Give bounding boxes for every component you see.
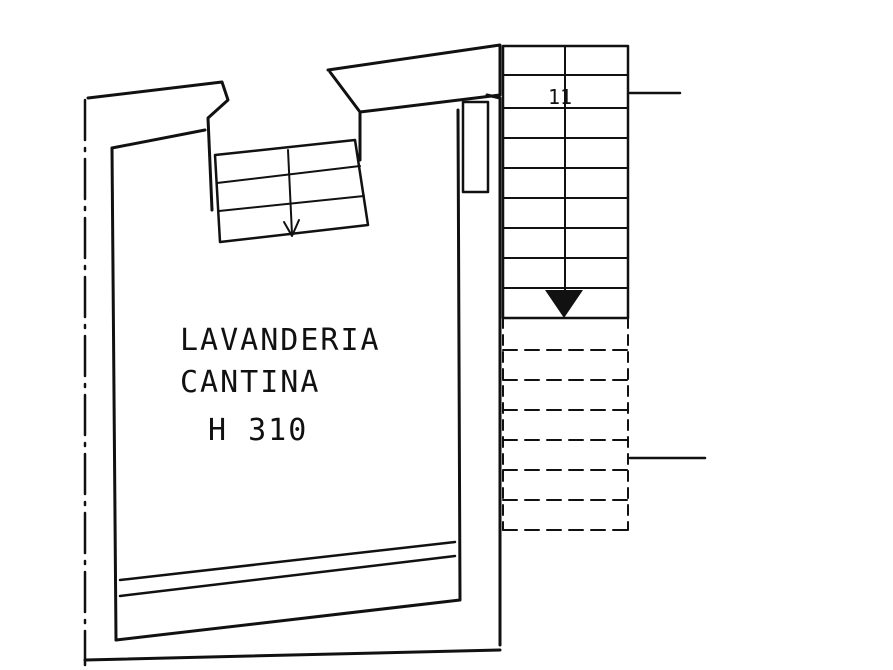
door-jamb — [461, 100, 490, 194]
counter-line-1 — [118, 540, 457, 582]
main-stair — [501, 44, 630, 320]
room-label-2: CANTINA — [180, 365, 320, 400]
inner-wall-top-left — [110, 128, 207, 150]
inner-wall-bottom-right — [114, 108, 462, 642]
counter-line-2 — [118, 554, 457, 598]
outer-wall-top-left — [86, 80, 230, 212]
room-label-1: LAVANDERIA — [180, 323, 381, 358]
small-stair — [213, 138, 370, 244]
outer-wall-top-right — [326, 43, 502, 114]
stair-arrow-icon — [545, 290, 583, 318]
stair-mark: 11 — [548, 85, 572, 109]
dashed-stair — [502, 317, 629, 531]
room-height-label: H 310 — [208, 413, 308, 448]
boundary-line-bottom — [83, 648, 502, 662]
inner-wall-left — [110, 146, 118, 642]
